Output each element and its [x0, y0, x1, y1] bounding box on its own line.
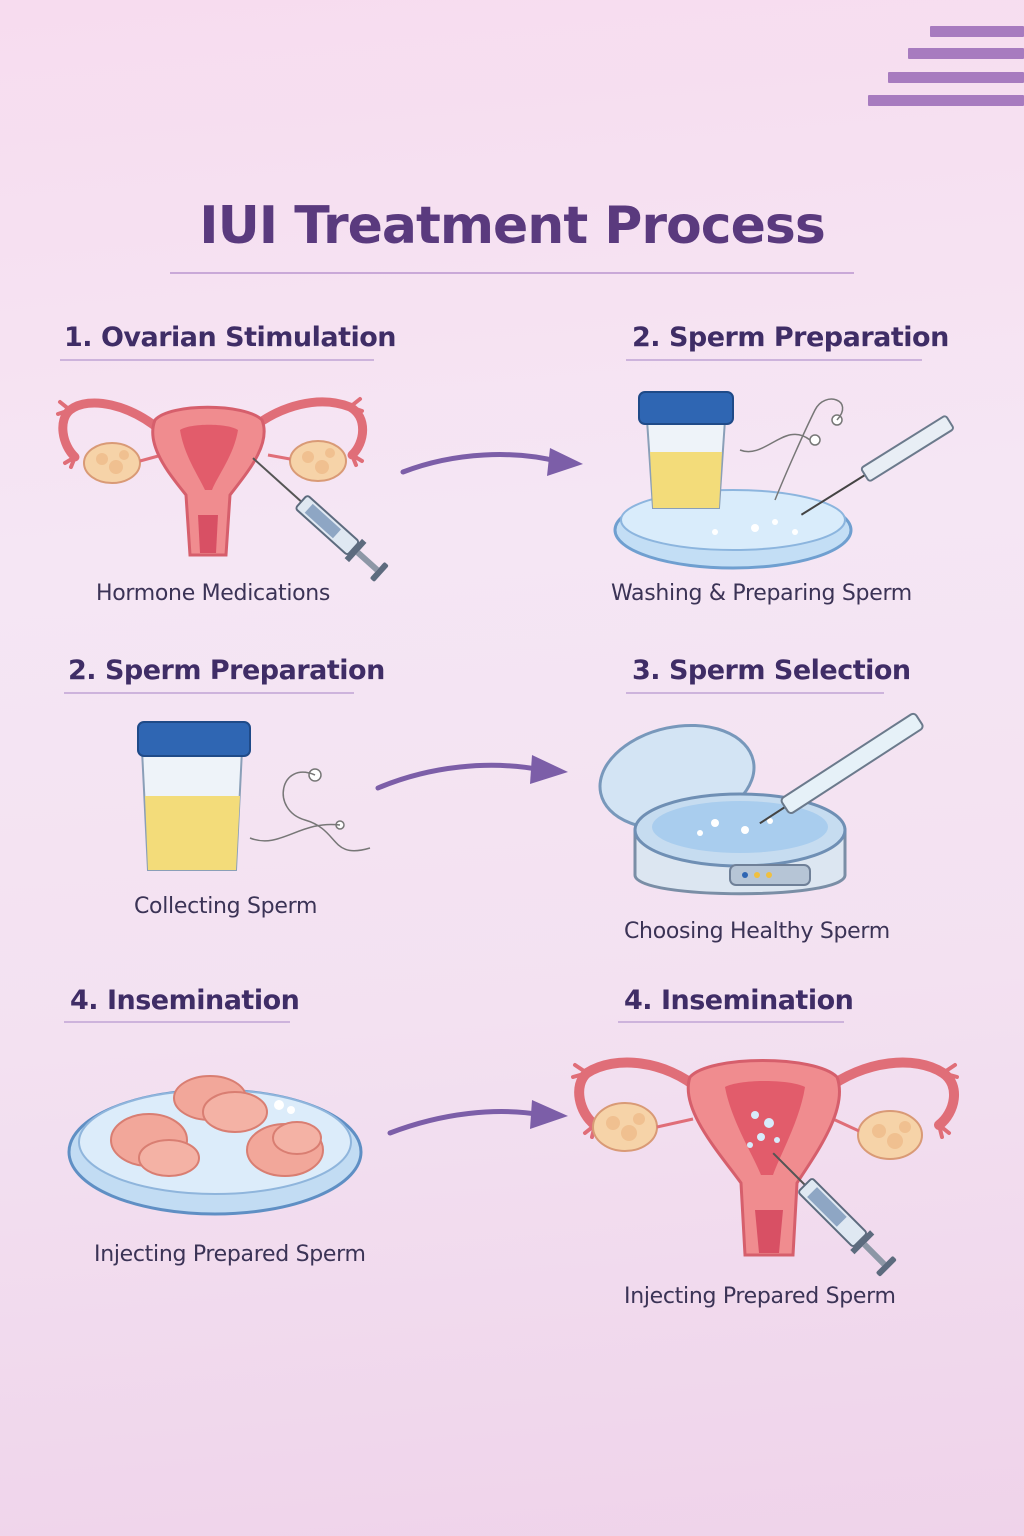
corner-decoration — [860, 20, 1024, 110]
step-6-underline — [618, 1021, 844, 1023]
step-6-heading: 4. Insemination — [624, 985, 854, 1016]
step-2-caption: Washing & Preparing Sperm — [611, 581, 912, 606]
arrow-right-icon — [375, 755, 568, 791]
title-divider — [170, 272, 854, 274]
arrow-right-icon — [387, 1100, 568, 1136]
step-3-heading: 2. Sperm Preparation — [68, 655, 385, 686]
step-3-caption: Collecting Sperm — [134, 894, 318, 919]
step-3-underline — [64, 692, 354, 694]
step-4-caption: Choosing Healthy Sperm — [624, 919, 890, 944]
uterus-syringe-icon — [56, 397, 389, 582]
step-1-underline — [60, 359, 374, 361]
petri-dish-eggs-icon — [67, 1075, 363, 1216]
step-5-underline — [64, 1021, 290, 1023]
arrow-right-icon — [400, 448, 583, 476]
step-5-caption: Injecting Prepared Sperm — [94, 1242, 366, 1267]
step-5-heading: 4. Insemination — [70, 985, 300, 1016]
step-2-heading: 2. Sperm Preparation — [632, 322, 949, 353]
uterus-insemination-icon — [571, 1057, 959, 1277]
step-4-heading: 3. Sperm Selection — [632, 655, 911, 686]
step-1-heading: 1. Ovarian Stimulation — [64, 322, 397, 353]
step-1-caption: Hormone Medications — [96, 581, 331, 606]
step-2-underline — [626, 359, 922, 361]
sperm-cup-dish-icon — [613, 391, 954, 570]
sperm-cup-icon — [137, 721, 371, 871]
step-4-underline — [626, 692, 884, 694]
page-title: IUI Treatment Process — [199, 196, 826, 256]
step-6-caption: Injecting Prepared Sperm — [624, 1284, 896, 1309]
incubator-dish-icon — [598, 712, 924, 896]
